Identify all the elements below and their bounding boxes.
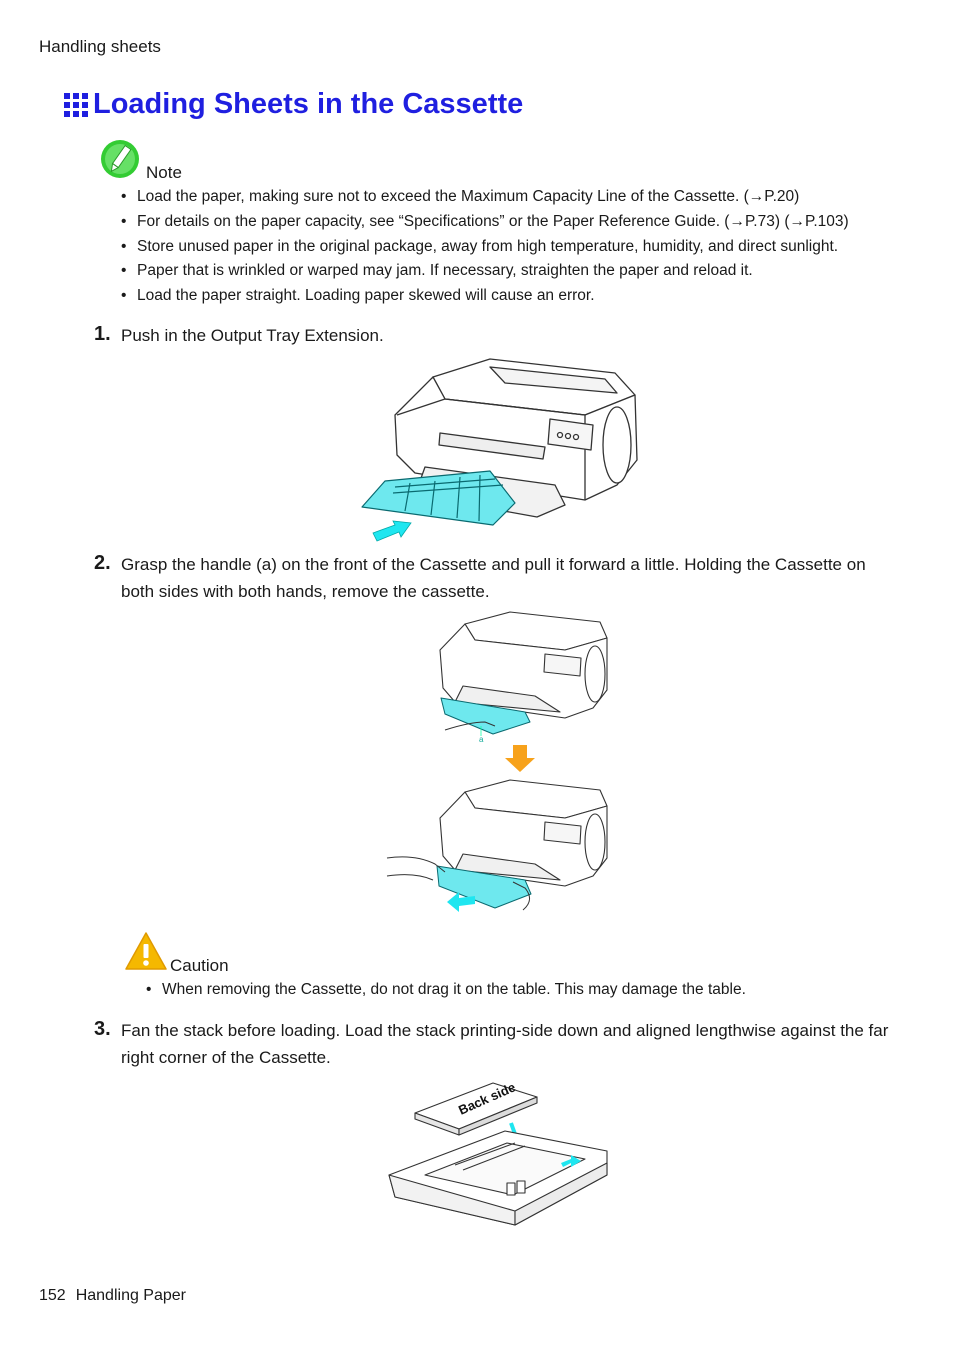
- step-text: Fan the stack before loading. Load the s…: [121, 1021, 889, 1067]
- list-item: Load the paper straight. Loading paper s…: [121, 286, 849, 311]
- grid-icon: [64, 92, 88, 117]
- step-number: 3.: [94, 1018, 111, 1040]
- list-item: Paper that is wrinkled or warped may jam…: [121, 261, 849, 286]
- caution-list: When removing the Cassette, do not drag …: [146, 980, 746, 1005]
- caution-warning-icon: [125, 932, 167, 970]
- step-number: 2.: [94, 552, 111, 574]
- step-text: Grasp the handle (a) on the front of the…: [121, 555, 866, 601]
- page-title-text: Loading Sheets in the Cassette: [93, 88, 524, 120]
- running-header: Handling sheets: [39, 37, 161, 56]
- chapter-name: Handling Paper: [75, 1287, 186, 1304]
- list-item: Store unused paper in the original packa…: [121, 237, 849, 262]
- list-item: When removing the Cassette, do not drag …: [146, 980, 746, 1005]
- cassette-loading-illustration: Back side: [388, 1079, 608, 1226]
- note-pencil-icon: [101, 140, 139, 178]
- note-label: Note: [146, 163, 182, 182]
- printer-output-tray-illustration: [361, 358, 638, 542]
- step-text: Push in the Output Tray Extension.: [121, 326, 384, 345]
- list-item: Load the paper, making sure not to excee…: [121, 187, 849, 212]
- step-number: 1.: [94, 323, 111, 345]
- list-item: For details on the paper capacity, see “…: [121, 212, 849, 237]
- page-number: 152: [39, 1287, 66, 1304]
- handle-label: a: [479, 735, 484, 744]
- page-footer: 152 Handling Paper: [39, 1287, 186, 1305]
- note-list: Load the paper, making sure not to excee…: [121, 187, 849, 311]
- page-title: Loading Sheets in the Cassette: [64, 88, 523, 121]
- caution-label: Caution: [170, 956, 229, 975]
- cassette-removal-illustration: a: [386, 611, 608, 912]
